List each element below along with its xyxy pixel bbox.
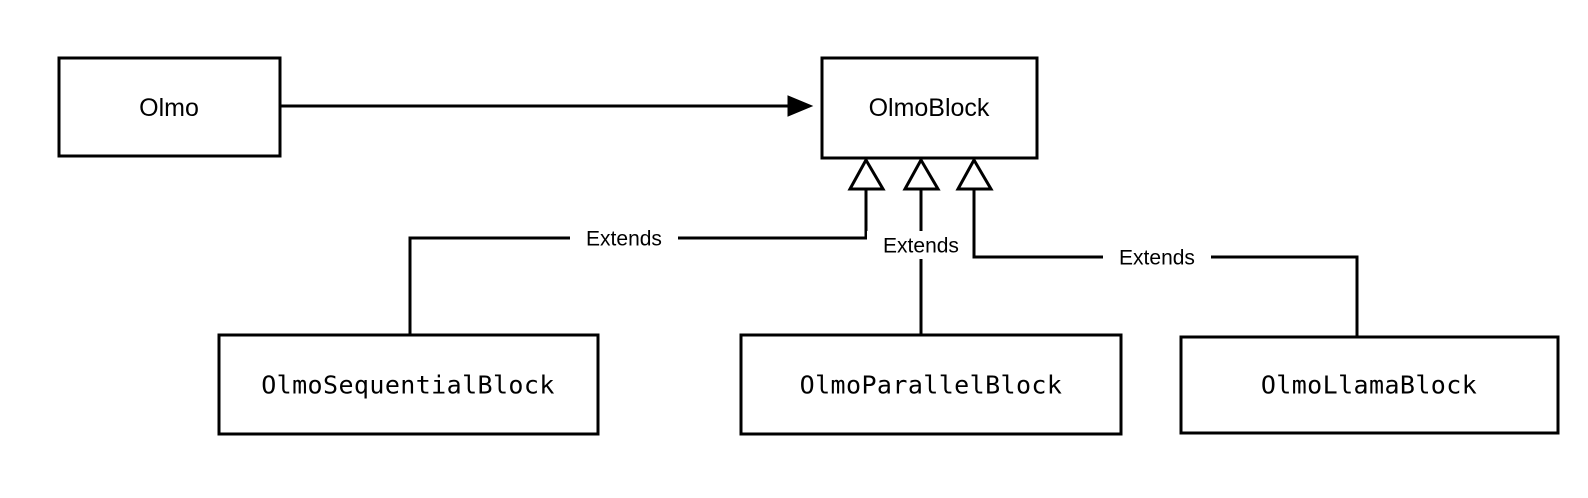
node-label: OlmoParallelBlock xyxy=(800,371,1063,400)
hollow-triangle-inheritance-icon xyxy=(902,156,941,191)
edge-label-extends: Extends xyxy=(883,235,959,258)
edge-parallel-extends-olmoblock[interactable]: Extends xyxy=(867,156,975,335)
edge-llama-extends-olmoblock[interactable]: Extends xyxy=(955,156,1359,337)
node-box xyxy=(1179,335,1560,435)
node-label: OlmoLlamaBlock xyxy=(1261,371,1477,400)
node-olmo-llama-block[interactable]: OlmoLlamaBlock xyxy=(1179,335,1560,435)
node-box xyxy=(820,56,1039,160)
node-label: Olmo xyxy=(139,94,199,122)
edge-line xyxy=(408,190,868,335)
node-box xyxy=(57,56,282,158)
edge-label-extends: Extends xyxy=(1119,247,1195,270)
node-olmo[interactable]: Olmo xyxy=(57,56,282,158)
edge-sequential-extends-olmoblock[interactable]: Extends xyxy=(408,156,886,335)
edge-olmo-to-olmoblock[interactable] xyxy=(280,95,814,117)
edge-label-backdrop xyxy=(1103,243,1211,271)
node-label: OlmoBlock xyxy=(869,94,990,122)
node-olmo-parallel-block[interactable]: OlmoParallelBlock xyxy=(739,333,1123,436)
hollow-triangle-inheritance-icon xyxy=(847,156,886,191)
edge-label-extends: Extends xyxy=(586,228,662,251)
node-box xyxy=(739,333,1123,436)
hollow-triangle-inheritance-icon xyxy=(955,156,994,191)
node-label: OlmoSequentialBlock xyxy=(261,371,555,400)
node-box xyxy=(217,333,600,436)
edge-label-backdrop xyxy=(867,231,975,259)
edge-label-backdrop xyxy=(570,224,678,252)
node-olmo-sequential-block[interactable]: OlmoSequentialBlock xyxy=(217,333,600,436)
filled-arrow-icon xyxy=(787,95,814,117)
node-olmo-block[interactable]: OlmoBlock xyxy=(820,56,1039,160)
